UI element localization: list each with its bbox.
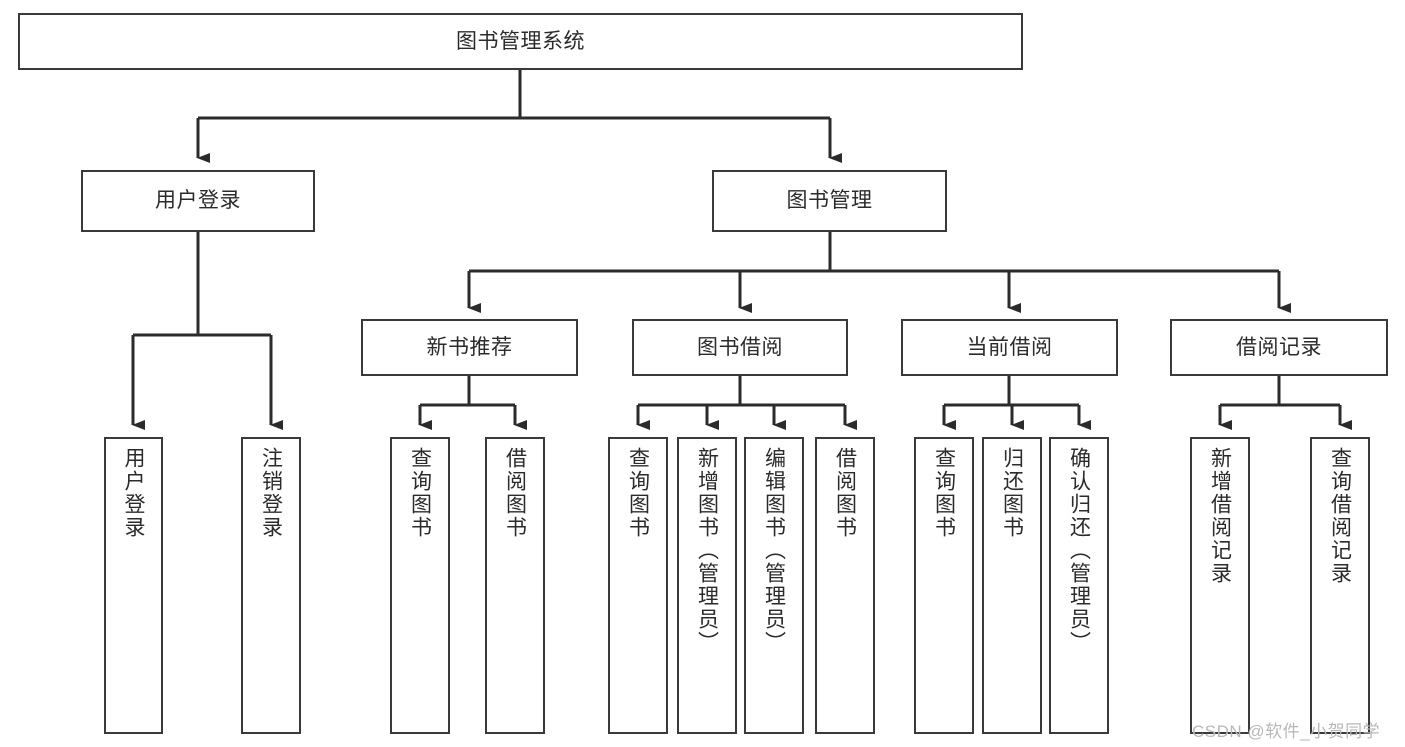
node-label: 新增图书（管理员） [695, 447, 719, 654]
node-leaf-return-book[interactable]: 归还图书 [982, 437, 1042, 734]
node-borrow-record[interactable]: 借阅记录 [1170, 319, 1388, 376]
node-book-manage[interactable]: 图书管理 [712, 170, 947, 232]
node-leaf-borrow-book-2[interactable]: 借阅图书 [815, 437, 875, 734]
node-label: 图书管理系统 [456, 29, 585, 53]
node-label: 确认归还（管理员） [1067, 447, 1091, 654]
node-new-book-rec[interactable]: 新书推荐 [361, 319, 578, 376]
node-label: 当前借阅 [966, 335, 1053, 359]
node-label: 注销登录 [259, 447, 283, 539]
node-label: 新增借阅记录 [1208, 447, 1232, 585]
node-root-book-management-system[interactable]: 图书管理系统 [18, 13, 1023, 70]
node-leaf-edit-book[interactable]: 编辑图书（管理员） [744, 437, 804, 734]
node-label: 借阅图书 [833, 447, 857, 539]
node-label: 用户登录 [155, 189, 241, 213]
node-label: 借阅图书 [503, 447, 527, 539]
node-label: 查询图书 [626, 447, 650, 539]
csdn-watermark: CSDN @软件_小贺同学 [1192, 722, 1381, 741]
node-leaf-add-record[interactable]: 新增借阅记录 [1190, 437, 1250, 734]
node-leaf-borrow-book-1[interactable]: 借阅图书 [485, 437, 545, 734]
node-label: 图书管理 [786, 189, 873, 213]
node-leaf-add-book[interactable]: 新增图书（管理员） [677, 437, 737, 734]
node-label: 查询图书 [408, 447, 432, 539]
node-label: 借阅记录 [1236, 335, 1322, 359]
node-label: 新书推荐 [426, 335, 513, 359]
node-leaf-confirm-return[interactable]: 确认归还（管理员） [1049, 437, 1109, 734]
node-leaf-query-book-2[interactable]: 查询图书 [608, 437, 668, 734]
node-label: 查询借阅记录 [1328, 447, 1352, 585]
node-leaf-user-login[interactable]: 用户登录 [104, 437, 163, 734]
node-book-borrow[interactable]: 图书借阅 [632, 319, 848, 376]
node-label: 编辑图书（管理员） [762, 447, 786, 654]
node-leaf-query-record[interactable]: 查询借阅记录 [1310, 437, 1370, 734]
node-leaf-query-book-1[interactable]: 查询图书 [390, 437, 450, 734]
node-label: 用户登录 [122, 447, 145, 539]
node-label: 归还图书 [1000, 447, 1024, 539]
node-label: 图书借阅 [697, 335, 783, 359]
node-current-borrow[interactable]: 当前借阅 [901, 319, 1118, 376]
node-leaf-logout[interactable]: 注销登录 [241, 437, 301, 734]
node-user-login[interactable]: 用户登录 [81, 170, 315, 232]
node-label: 查询图书 [932, 447, 956, 539]
node-leaf-query-book-3[interactable]: 查询图书 [914, 437, 974, 734]
